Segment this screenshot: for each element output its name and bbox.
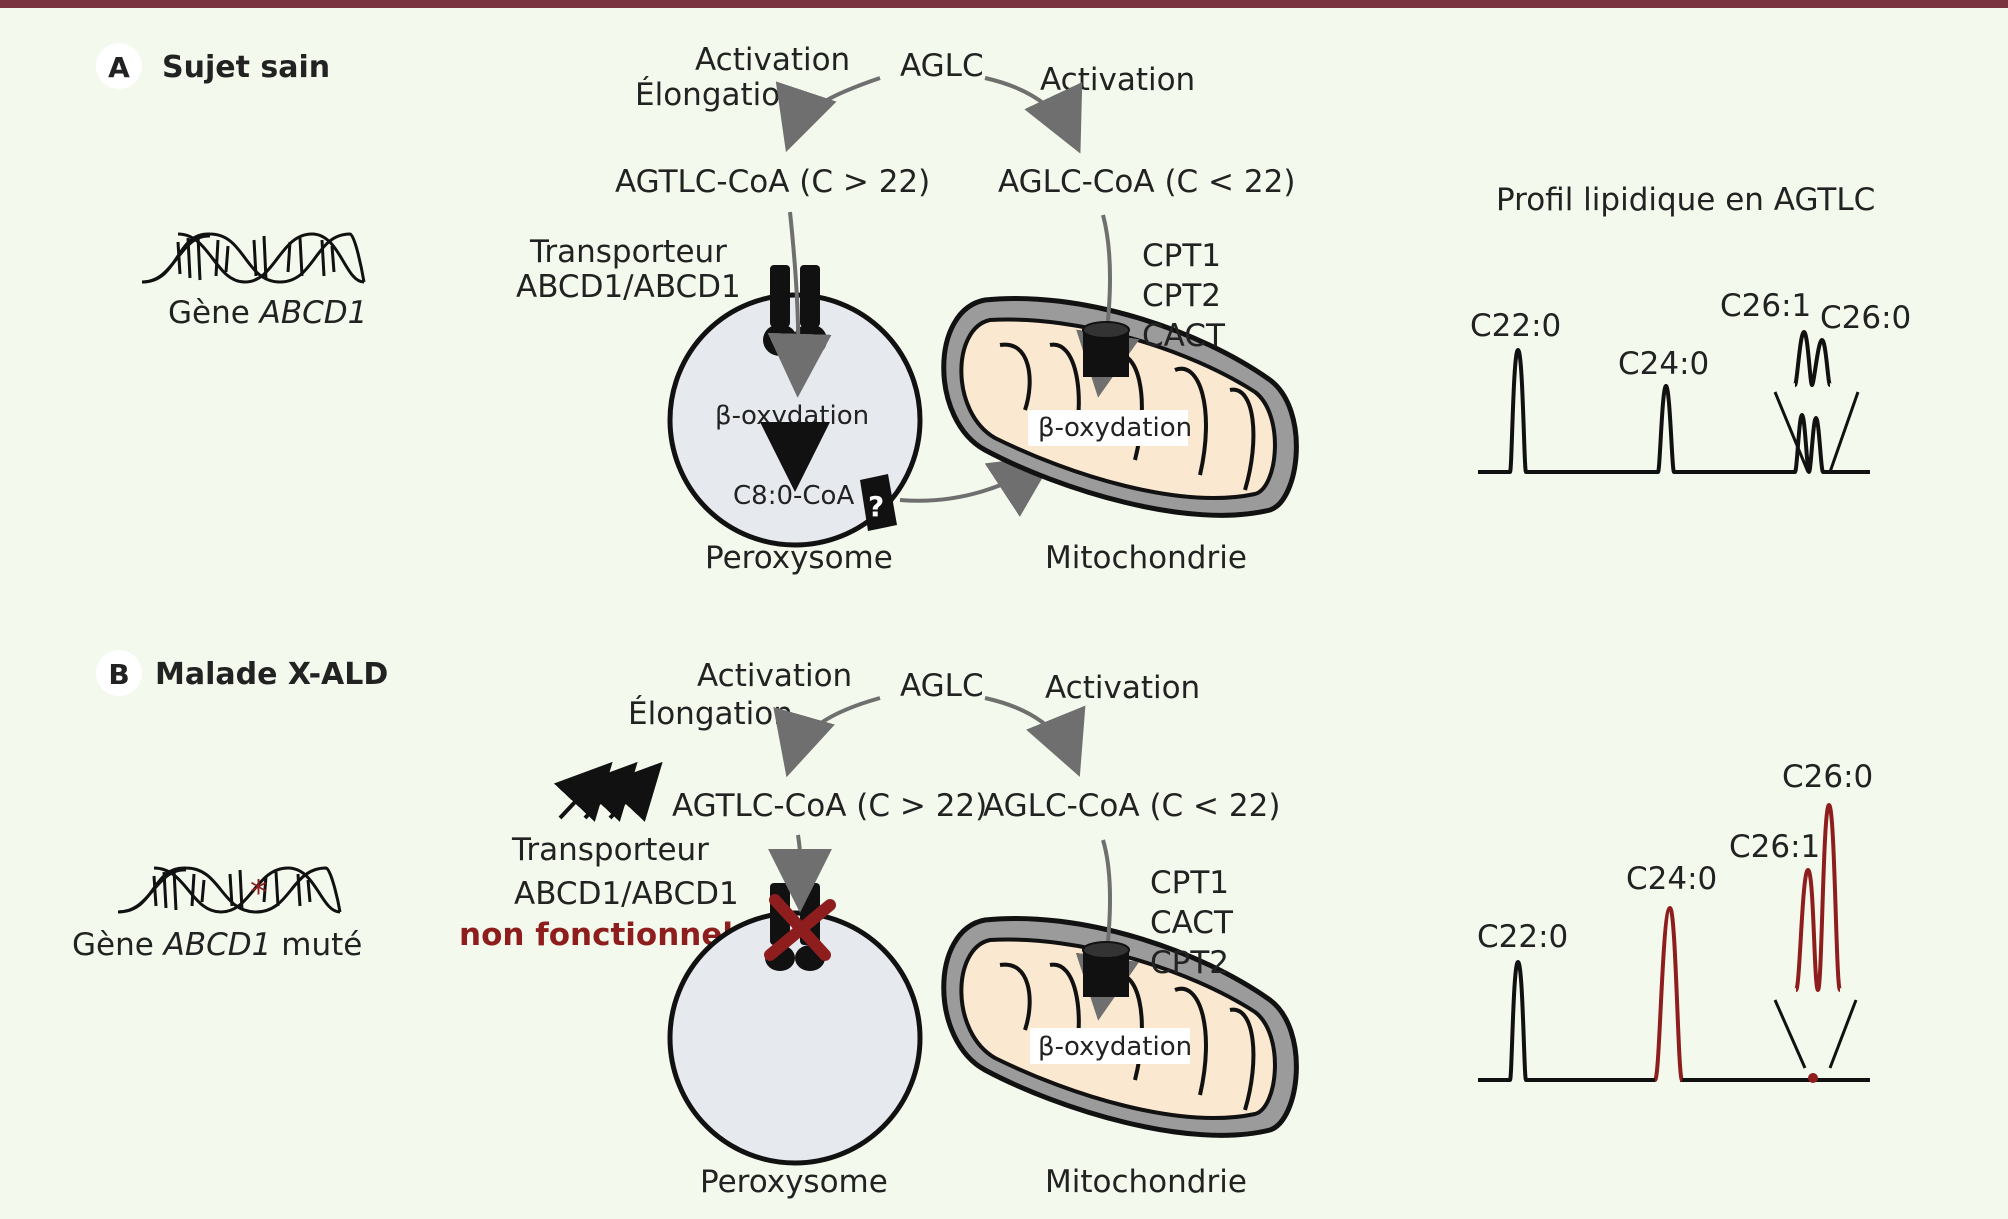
gene-prefix-b: Gène <box>72 927 164 963</box>
activation-left-b: Activation <box>697 658 852 694</box>
zoom-peak-c26-1-a <box>1793 329 1832 388</box>
enzyme-2-a: CPT2 <box>1142 278 1221 314</box>
beta-oxidation-mito-bg-a <box>1028 410 1188 446</box>
elongation-a: Élongation <box>635 77 800 113</box>
peak-c26-1-b: C26:1 <box>1729 829 1820 865</box>
peak-c26-dot-b <box>1808 1073 1818 1083</box>
mitochondria-label-a: Mitochondrie <box>1045 540 1247 576</box>
unknown-transporter-icon-a: ? <box>860 474 897 531</box>
dna-helix-icon <box>141 232 366 284</box>
peak-c26-1-a: C26:1 <box>1720 288 1811 324</box>
gene-name-a: ABCD1 <box>258 295 368 331</box>
activation-right-b: Activation <box>1045 670 1200 706</box>
elongation-b: Élongation <box>628 696 793 732</box>
gene-prefix-a: Gène <box>168 295 260 331</box>
c8-coa-a: C8:0-CoA <box>733 481 854 511</box>
aglc-coa-a: AGLC-CoA (C < 22) <box>998 164 1295 200</box>
enzyme-1-a: CPT1 <box>1142 238 1221 274</box>
panel-a-letter-badge <box>96 43 142 89</box>
non-functional-label: non fonctionnel <box>459 917 733 953</box>
enzyme-3-a: CACT <box>1142 318 1226 354</box>
agtlc-coa-b: AGTLC-CoA (C > 22) <box>672 788 987 824</box>
panel-a-title: Sujet sain <box>162 50 330 85</box>
peak-c26-0-a: C26:0 <box>1820 300 1911 336</box>
beta-oxidation-mito-b: β-oxydation <box>1038 1032 1192 1062</box>
zoom-line-right-a <box>1828 391 1860 473</box>
peak-c24-b: C24:0 <box>1626 861 1717 897</box>
mutation-star-icon: * <box>250 873 267 913</box>
aglc-a: AGLC <box>900 48 984 84</box>
zoom-peak-c26-b <box>1794 802 1842 993</box>
aglc-coa-b: AGLC-CoA (C < 22) <box>983 788 1280 824</box>
zoom-line-right-b <box>1828 999 1858 1069</box>
peak-c26-0-b: C26:0 <box>1782 759 1873 795</box>
increase-arrows-icon <box>553 761 663 822</box>
activation-right-a: Activation <box>1040 62 1195 98</box>
gene-label-a: Gène ABCD1 <box>168 295 367 331</box>
activation-left-a: Activation <box>695 42 850 78</box>
profile-title: Profil lipidique en AGTLC <box>1496 182 1875 218</box>
gene-name-b: ABCD1 <box>162 927 272 963</box>
panel-b-letter: B <box>108 658 129 691</box>
top-bar <box>0 0 2008 8</box>
baseline-a <box>1478 347 1870 475</box>
beta-oxidation-mito-bg-b <box>1030 1028 1190 1064</box>
mitochondria-a <box>941 295 1299 518</box>
panel-b-letter-badge <box>96 650 142 696</box>
peak-c22-b: C22:0 <box>1477 919 1568 955</box>
peak-c24-a: C24:0 <box>1618 346 1709 382</box>
panel-b-title: Malade X-ALD <box>155 657 388 692</box>
arrow-into-peroxisome-a <box>767 211 832 398</box>
dna-helix-mutant-icon <box>117 866 342 914</box>
arrow-into-peroxisome-b <box>768 834 833 913</box>
agtlc-coa-a: AGTLC-CoA (C > 22) <box>615 164 930 200</box>
beta-oxidation-mito-a: β-oxydation <box>1038 413 1192 443</box>
baseline-b <box>1478 959 1870 1082</box>
transporter-line1-b: Transporteur <box>511 832 709 868</box>
cpt-transporter-icon-a <box>1082 321 1130 377</box>
transporter-line2-b: ABCD1/ABCD1 <box>514 876 739 912</box>
gene-suffix-b: muté <box>271 927 362 963</box>
peak-c24-red-b <box>1653 905 1684 1082</box>
arrow-aglc-to-aglccoa-a <box>984 76 1083 154</box>
lipid-profile-a <box>1478 329 1870 475</box>
question-mark-a: ? <box>868 490 884 523</box>
mitochondria-label-b: Mitochondrie <box>1045 1164 1247 1200</box>
blocked-cross-icon <box>764 894 836 961</box>
arrow-aglc-to-aglccoa-b <box>984 696 1086 777</box>
arrow-aglc-to-agtlc-a <box>775 76 881 153</box>
transporter-line1-a: Transporteur <box>529 234 727 270</box>
beta-oxidation-perox-a: β-oxydation <box>715 401 869 431</box>
enzyme-2-b: CACT <box>1150 905 1234 941</box>
gene-label-b: Gène ABCD1 muté <box>72 927 362 963</box>
arrow-aglc-to-agtlc-b <box>773 696 881 778</box>
peroxisome-label-b: Peroxysome <box>700 1164 888 1200</box>
panel-a-letter: A <box>108 51 130 84</box>
zoom-line-left-b <box>1773 999 1807 1069</box>
peroxisome-label-a: Peroxysome <box>705 540 893 576</box>
lipid-profile-b <box>1478 802 1870 1082</box>
enzyme-3-b: CPT2 <box>1150 945 1229 981</box>
transporter-line2-a: ABCD1/ABCD1 <box>516 269 741 305</box>
peroxisome-b <box>667 910 923 1166</box>
peak-c22-a: C22:0 <box>1470 308 1561 344</box>
zoom-line-left-a <box>1773 391 1810 473</box>
aglc-b: AGLC <box>900 668 984 704</box>
enzyme-1-b: CPT1 <box>1150 865 1229 901</box>
mitochondria-b <box>941 915 1299 1138</box>
cpt-transporter-icon-b <box>1082 941 1130 997</box>
panel-a: A Sujet sain Gène ABCD1 Activation Élong… <box>96 42 1911 576</box>
panel-b: B Malade X-ALD * Gène ABCD1 muté Activat… <box>72 650 1873 1200</box>
